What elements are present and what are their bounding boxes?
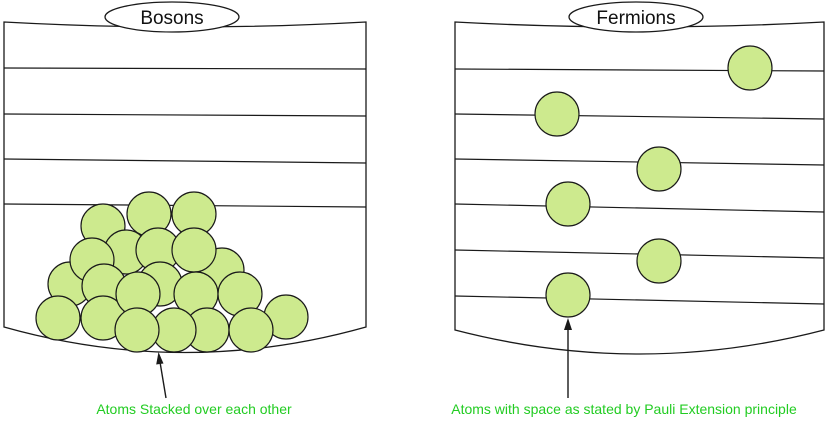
boson-atom	[35, 295, 81, 341]
boson-atom	[114, 307, 160, 353]
bosons-arrowhead	[156, 352, 164, 365]
fermions-container	[454, 21, 825, 355]
bosons-energy-level	[3, 67, 367, 70]
fermions-title-ellipse	[568, 1, 704, 33]
fermions-energy-level	[454, 295, 825, 305]
bosons-atom-pile	[35, 191, 309, 353]
fermion-atom	[636, 238, 682, 284]
fermion-atom	[545, 181, 591, 227]
fermions-title: Fermions	[596, 8, 675, 29]
fermion-atom	[534, 91, 580, 137]
bosons-energy-level	[3, 113, 367, 117]
fermions-caption: Atoms with space as stated by Pauli Exte…	[451, 401, 797, 417]
fermions-energy-level	[454, 113, 825, 120]
bosons-title-ellipse	[104, 1, 240, 33]
bosons-panel: Bosons Atom	[3, 1, 367, 417]
bosons-energy-level	[3, 158, 367, 164]
boson-atom	[171, 227, 217, 273]
bosons-title: Bosons	[140, 8, 203, 29]
bosons-arrow	[159, 361, 167, 399]
fermions-energy-level	[454, 203, 825, 213]
boson-atom	[228, 307, 274, 353]
fermions-atoms	[534, 45, 773, 318]
fermion-atom	[636, 146, 682, 192]
fermions-panel: Fermions Atoms with space as stated by P…	[451, 1, 825, 417]
fermion-atom	[545, 272, 591, 318]
bosons-caption: Atoms Stacked over each other	[96, 401, 292, 417]
fermions-arrowhead	[564, 318, 572, 330]
fermion-atom	[727, 45, 773, 91]
